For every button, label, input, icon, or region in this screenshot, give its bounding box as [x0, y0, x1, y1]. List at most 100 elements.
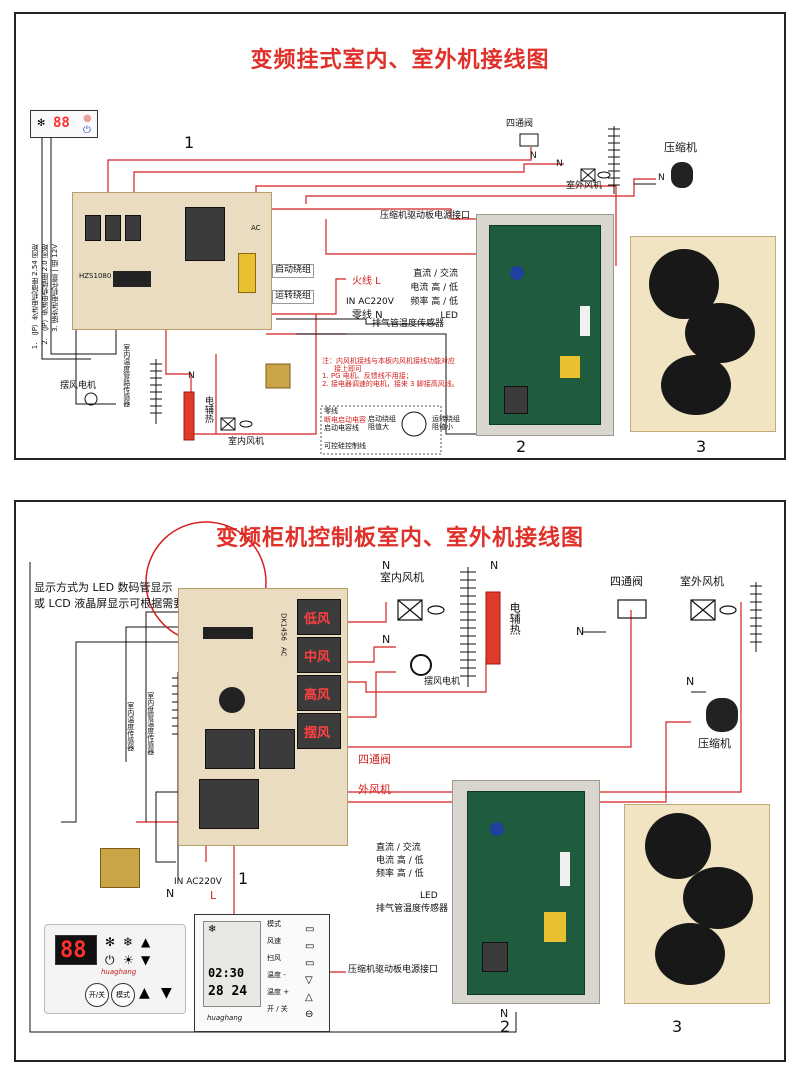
sensor-coil-temp: 室内温度传感器 [126, 702, 135, 751]
display-panel: 88 ✻ ● ⏻ [30, 110, 98, 138]
frequency-label: 频率 高 / 低 [376, 868, 424, 879]
outdoor-fan-label: 室外风机 [566, 181, 603, 191]
exhaust-sensor-label: 排气管温度传感器 [376, 903, 449, 914]
triangle-down-icon[interactable]: ▽ [305, 975, 313, 986]
legend-neutral: 零线 [324, 407, 338, 415]
up-icon[interactable]: ▲ [139, 985, 150, 1001]
led-power-button[interactable]: 开/关 [85, 983, 109, 1007]
led-digits: 88 [60, 938, 87, 963]
rounded-button-icon[interactable]: ▭ [305, 924, 315, 935]
exhaust-sensor-label: 排气管温度传感器 [372, 319, 445, 329]
ac-input-label: IN AC220V [346, 297, 394, 307]
wiring-diagram-wall-unit: 变频挂式室内、室外机接线图 [14, 12, 786, 460]
lcd-control-panel: ❄ 02:30 28 24 huaghang 模式 风速 扫风 温度 - 温度 … [194, 914, 330, 1032]
lcd-fanspeed-button[interactable]: 风速 [267, 937, 281, 945]
relay-high-fan: 高风 [297, 675, 341, 711]
four-way-valve-label: 四通阀 [506, 119, 534, 129]
triangle-up-icon[interactable]: △ [305, 992, 313, 1003]
outer-fan-line-label: 外风机 [358, 783, 391, 796]
driver-right-labels: 直流 / 交流 电流 高 / 低 频率 高 / 低 LED 排气管温度传感器 [376, 843, 449, 914]
capacitor [544, 912, 566, 942]
zero-line-label: 零线 N [352, 310, 383, 321]
lcd-swing-button[interactable]: 扫风 [267, 954, 281, 962]
down-icon[interactable]: ▼ [161, 985, 172, 1001]
indoor-fan-label: 室内风机 [380, 571, 424, 584]
connector [580, 306, 590, 336]
relay [504, 386, 528, 414]
wiring-diagram-cabinet-unit: 变频柜机控制板室内、室外机接线图 [14, 500, 786, 1062]
status-led-icon: ● [83, 113, 92, 124]
ac-label: AC [279, 647, 288, 657]
label-number-1: 1 [184, 133, 195, 152]
rounded-button-icon[interactable]: ▭ [305, 958, 315, 969]
lcd-button-icons: ▭ ▭ ▭ ▽ △ ⊖ [305, 921, 314, 1023]
legend-run-winding: 运转绕组 [432, 415, 460, 423]
rounded-button-icon[interactable]: ▭ [305, 941, 315, 952]
outdoor-fan-label: 室外风机 [680, 575, 724, 588]
capacitor-module [630, 236, 776, 432]
diagram2-title: 变频柜机控制板室内、室外机接线图 [215, 526, 584, 551]
outdoor-driver-frame [452, 780, 600, 1004]
capacitor [661, 355, 731, 415]
brand-label: huaghang [101, 968, 137, 976]
led-mode-button[interactable]: 模式 [111, 983, 135, 1007]
down-arrow-icon[interactable]: ▼ [141, 953, 151, 967]
driver-power-label: 压缩机驱动板电源接口 [348, 965, 439, 975]
lcd-power-button[interactable]: 开 / 关 [267, 1005, 288, 1013]
display-note: 显示方式为 LED 数码管显示 或 LCD 液晶屏显示可根据需要选择 [34, 581, 206, 610]
relay [482, 942, 508, 972]
capacitor [683, 867, 753, 929]
label-number-1: 1 [238, 869, 249, 888]
live-label: L [210, 889, 217, 902]
sun-icon: ☀ [123, 953, 134, 967]
fan-speed-high: 高风 [304, 688, 331, 703]
outdoor-driver-frame [476, 214, 614, 436]
indoor-sensor-label: 室内温度管路传感器 [122, 344, 131, 407]
legend-block: 零线 断电启动电容 启动电容线 可控硅控制线 [324, 407, 366, 451]
board-model: DK1456 [279, 613, 288, 641]
compressor-neutral: N [658, 173, 665, 183]
run-winding-label: 运转绕组 [272, 290, 315, 304]
fan-speed-mid: 中风 [304, 650, 331, 665]
compressor-label: 压缩机 [664, 141, 697, 154]
legend-right-block-2: 运转绕组 阻值小 [432, 415, 460, 431]
fan-speed-swing: 摆风 [304, 726, 331, 741]
led-label: LED [440, 310, 458, 321]
neutral-label: N [166, 887, 175, 900]
heater-label: 电辅热 [202, 396, 213, 423]
led-label: LED [420, 890, 438, 901]
driver-neutral: N [500, 1007, 509, 1020]
note-2: 接上即可 [334, 364, 362, 373]
four-way-line-label: 四通阀 [358, 753, 391, 766]
current-label: 电流 高 / 低 [376, 855, 424, 866]
capacitor [238, 253, 256, 293]
legend-start-winding: 启动绕组 [368, 415, 396, 423]
ac-label: AC [251, 224, 261, 232]
cabinet-control-board: 低风 中风 高风 摆风 DK1456 AC [178, 588, 348, 846]
dc-ac-label: 直流 / 交流 [413, 269, 458, 279]
led-display: 88 [55, 935, 97, 965]
heater-label: 电辅热 [508, 602, 522, 635]
lcd-mode-button[interactable]: 模式 [267, 920, 281, 928]
valve-neutral: N [576, 625, 585, 638]
lcd-temp-up-button[interactable]: 温度 + [267, 988, 290, 996]
board-model: HZS1080 [79, 272, 112, 280]
relay [185, 207, 225, 261]
up-arrow-icon[interactable]: ▲ [141, 935, 151, 949]
legend-high-res: 阻值大 [368, 422, 389, 431]
relay [105, 215, 121, 241]
fire-line-label: 火线 L [352, 276, 381, 287]
note-1: 注：内风机接线与本板内风机接线功能对应 [322, 357, 455, 365]
display-digits: 88 [53, 115, 70, 131]
power-icon[interactable]: ⏻ [105, 953, 115, 967]
sensor-room-temp: 室内盘管温度传感器 [146, 692, 155, 755]
legend-cap-line: 启动电容线 [324, 424, 359, 433]
lcd-temp-down-button[interactable]: 温度 - [267, 971, 286, 979]
stepper-note-3: 3. 接步进电机任意一组 12V [51, 244, 59, 332]
power-icon[interactable]: ⊖ [305, 1009, 314, 1020]
connector [560, 852, 570, 886]
frequency-label: 频率 高 / 低 [410, 296, 458, 307]
legend-low-res: 阻值小 [432, 422, 453, 431]
lcd-buttons: 模式 风速 扫风 温度 - 温度 + 开 / 关 [267, 920, 290, 1023]
fan-speed-low: 低风 [304, 612, 331, 627]
